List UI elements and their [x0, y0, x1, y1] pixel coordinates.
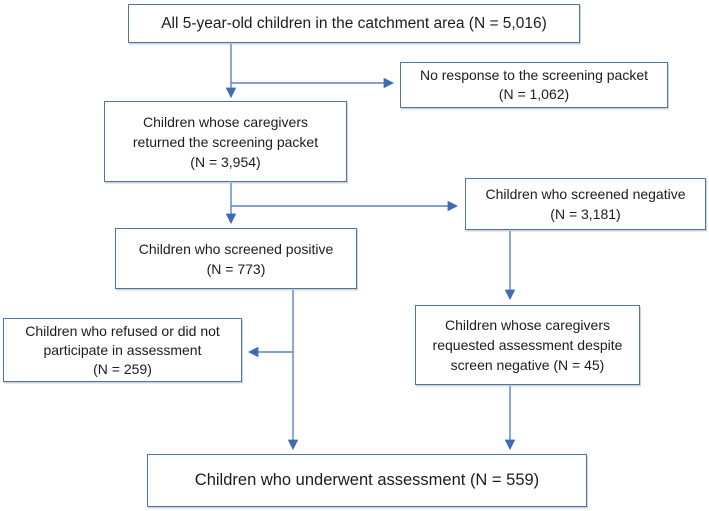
node-no-response: No response to the screening packet (N =…	[400, 62, 668, 108]
node-line: Children who underwent assessment (N = 5…	[194, 471, 540, 489]
node-line: Children whose caregivers	[143, 113, 308, 130]
node-line: All 5-year-old children in the catchment…	[161, 14, 547, 32]
node-all-children: All 5-year-old children in the catchment…	[128, 4, 580, 43]
node-line: screen negative (N = 45)	[450, 357, 605, 373]
node-line: (N = 259)	[93, 360, 152, 377]
node-line: No response to the screening packet	[419, 67, 649, 83]
node-line: participate in assessment	[43, 341, 202, 358]
node-line: Children who screened positive	[138, 240, 334, 257]
node-returned-packet: Children whose caregivers returned the s…	[104, 101, 347, 182]
node-underwent-assessment: Children who underwent assessment (N = 5…	[147, 454, 587, 507]
node-line: (N = 3,181)	[550, 206, 621, 222]
node-line: requested assessment despite	[432, 337, 623, 353]
node-line: (N = 1,062)	[498, 86, 570, 102]
node-line: Children who screened negative	[485, 186, 686, 202]
node-line: Children whose caregivers	[445, 317, 610, 333]
node-line: (N = 773)	[206, 260, 266, 277]
node-screened-negative: Children who screened negative (N = 3,18…	[465, 178, 706, 230]
node-screened-positive: Children who screened positive (N = 773)	[115, 228, 357, 289]
node-line: returned the screening packet	[132, 133, 319, 150]
node-refused: Children who refused or did not particip…	[3, 318, 242, 382]
node-line: Children who refused or did not	[25, 322, 220, 339]
node-line: (N = 3,954)	[190, 153, 261, 170]
node-requested-assessment: Children whose caregivers requested asse…	[415, 305, 640, 385]
